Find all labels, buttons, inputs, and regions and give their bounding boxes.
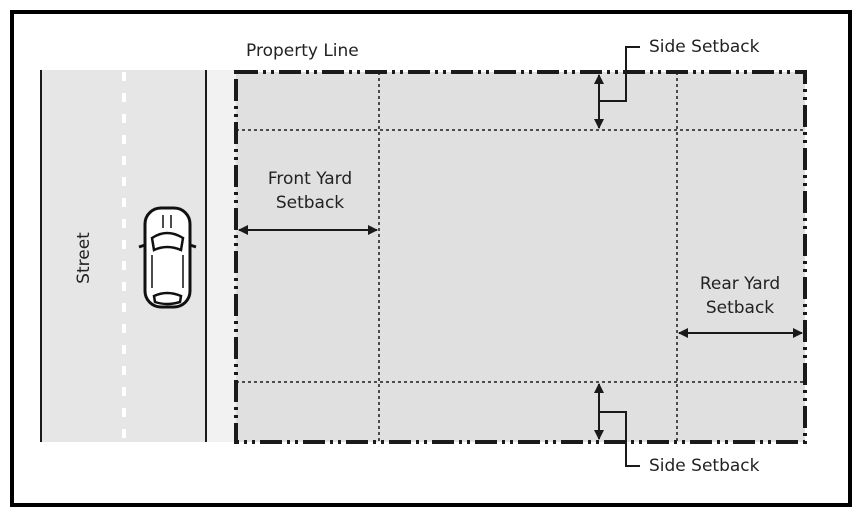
front-yard-line1: Front Yard bbox=[267, 169, 353, 189]
rear-yard-setback-label: Rear Yard Setback bbox=[680, 272, 800, 320]
property-line bbox=[234, 70, 807, 444]
property-line-label: Property Line bbox=[246, 41, 359, 61]
front-yard-setback-label: Front Yard Setback bbox=[250, 167, 370, 215]
car-icon bbox=[138, 206, 197, 309]
side-setback-top-label: Side Setback bbox=[649, 37, 760, 57]
side-setback-bottom-label: Side Setback bbox=[649, 456, 760, 476]
side-setback-bottom-leader bbox=[599, 411, 640, 467]
side-setback-top-leader bbox=[599, 46, 640, 102]
street-label: Street bbox=[74, 232, 94, 284]
front-yard-line2: Setback bbox=[275, 193, 345, 213]
rear-yard-line1: Rear Yard bbox=[699, 274, 781, 294]
setback-lines bbox=[236, 72, 805, 442]
sidewalk bbox=[206, 70, 236, 442]
lot bbox=[236, 72, 805, 442]
rear-yard-line2: Setback bbox=[705, 298, 775, 318]
